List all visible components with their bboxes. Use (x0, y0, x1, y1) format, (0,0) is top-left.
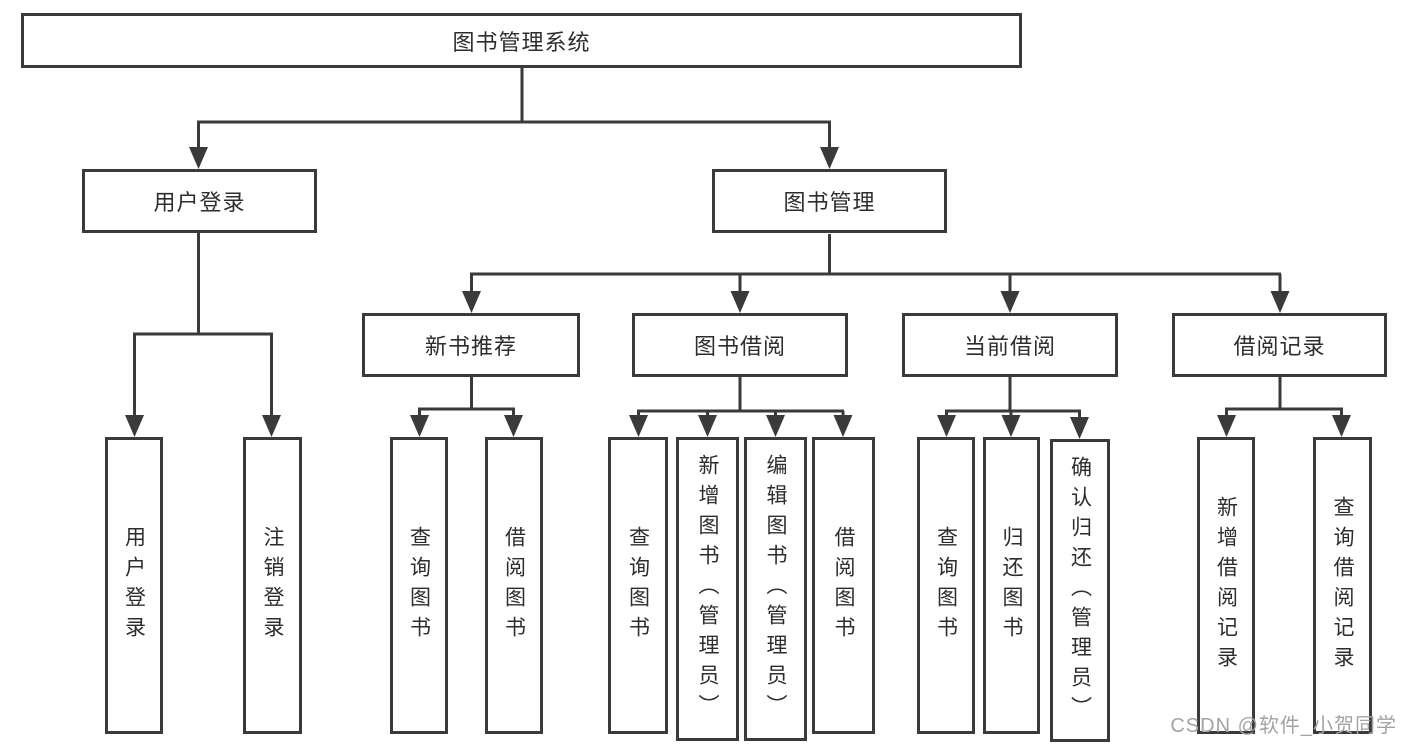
leaf-logout-login-label: 注销登录 (261, 525, 284, 646)
leaf-return-book-label: 归还图书 (1000, 525, 1023, 646)
leaf-borrow-books: 借阅图书 (812, 437, 875, 734)
leaf-confirm-return-admin-label: 确认归还（管理员） (1068, 455, 1092, 726)
node-root: 图书管理系统 (21, 13, 1022, 68)
arrow-down-icon (262, 415, 281, 437)
arrow-down-icon (766, 415, 785, 437)
node-book-management: 图书管理 (712, 169, 947, 233)
leaf-query-borrow-record: 查询借阅记录 (1313, 437, 1372, 734)
arrow-down-icon (698, 415, 717, 437)
arrow-down-icon (410, 415, 429, 437)
arrow-down-icon (1270, 291, 1290, 313)
arrow-down-icon (1000, 291, 1020, 313)
arrow-down-icon (937, 415, 956, 437)
leaf-query-books-current-label: 查询图书 (934, 525, 958, 646)
node-borrow-records: 借阅记录 (1172, 313, 1387, 377)
leaf-query-books-borrow: 查询图书 (608, 437, 668, 734)
arrow-down-icon (504, 415, 523, 437)
arrow-down-icon (189, 147, 208, 169)
leaf-borrow-books-recommend: 借阅图书 (485, 437, 543, 734)
leaf-add-book-admin-label: 新增图书（管理员） (696, 454, 719, 724)
leaf-add-borrow-record-label: 新增借阅记录 (1214, 495, 1238, 676)
leaf-query-books-borrow-label: 查询图书 (626, 525, 650, 646)
arrow-down-icon (1217, 415, 1236, 437)
leaf-edit-book-admin-label: 编辑图书（管理员） (764, 454, 787, 724)
node-new-book-recommend-label: 新书推荐 (424, 334, 517, 359)
node-current-borrow-label: 当前借阅 (963, 334, 1056, 359)
connector-bookborrow-to-leaves (629, 377, 853, 437)
connector-newbook-to-leaves (410, 377, 523, 437)
leaf-edit-book-admin: 编辑图书（管理员） (744, 437, 807, 741)
leaf-borrow-books-recommend-label: 借阅图书 (502, 525, 526, 646)
connector-borrowrecord-to-leaves (1217, 377, 1351, 437)
connector-userlogin-to-leaves (125, 233, 281, 437)
arrow-down-icon (820, 147, 839, 169)
node-book-borrow-label: 图书借阅 (693, 334, 786, 359)
leaf-query-books-recommend-label: 查询图书 (407, 525, 431, 646)
node-borrow-records-label: 借阅记录 (1233, 334, 1326, 359)
node-user-login: 用户登录 (82, 169, 317, 233)
arrow-down-icon (1332, 415, 1351, 437)
leaf-logout-login: 注销登录 (243, 437, 302, 734)
leaf-confirm-return-admin: 确认归还（管理员） (1050, 439, 1110, 742)
leaf-query-books-recommend: 查询图书 (390, 437, 448, 734)
connector-root-to-level2 (189, 68, 839, 169)
node-book-borrow: 图书借阅 (632, 313, 848, 377)
arrow-down-icon (629, 415, 648, 437)
leaf-user-login: 用户登录 (105, 437, 163, 734)
connector-currentborrow-to-leaves (937, 377, 1089, 439)
node-new-book-recommend: 新书推荐 (362, 313, 580, 377)
arrow-down-icon (833, 415, 853, 437)
leaf-query-borrow-record-label: 查询借阅记录 (1331, 495, 1354, 676)
connector-bookmgmt-to-level3 (462, 234, 1290, 313)
leaf-add-borrow-record: 新增借阅记录 (1197, 437, 1255, 734)
node-root-label: 图书管理系统 (452, 29, 591, 55)
leaf-user-login-label: 用户登录 (122, 525, 146, 646)
leaf-add-book-admin: 新增图书（管理员） (676, 437, 739, 741)
leaf-query-books-current: 查询图书 (917, 437, 975, 734)
arrow-down-icon (462, 291, 481, 313)
arrow-down-icon (730, 291, 750, 313)
leaf-borrow-books-label: 借阅图书 (832, 525, 855, 646)
arrow-down-icon (1070, 417, 1089, 439)
node-user-login-label: 用户登录 (153, 190, 246, 215)
arrow-down-icon (1001, 415, 1021, 437)
node-current-borrow: 当前借阅 (902, 313, 1118, 377)
leaf-return-book: 归还图书 (983, 437, 1040, 734)
arrow-down-icon (125, 415, 144, 437)
node-book-management-label: 图书管理 (783, 190, 876, 215)
watermark: CSDN @软件_小贺同学 (1170, 715, 1397, 737)
